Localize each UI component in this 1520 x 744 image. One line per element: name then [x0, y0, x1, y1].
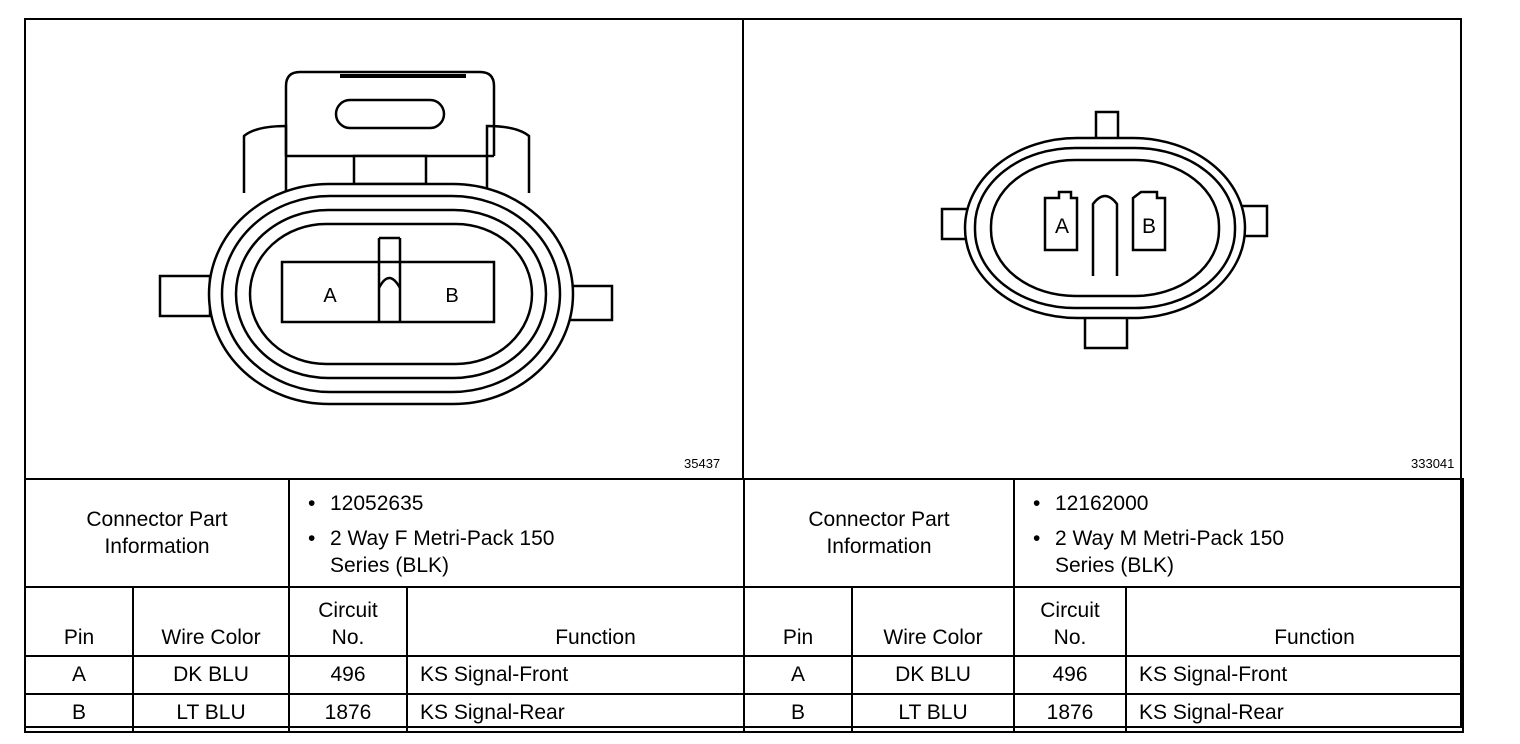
connector-sheet: A B 35437 Connector Part Information •12… — [24, 18, 1464, 733]
female-connector-drawing: A B — [158, 70, 614, 406]
table-row: B LT BLU 1876 KS Signal-Rear — [24, 693, 746, 733]
left-wire-color-header: Wire Color — [132, 586, 290, 657]
left-figure-id: 35437 — [684, 456, 721, 471]
right-pin-b-label: B — [1142, 215, 1156, 238]
right-part-details: •12162000 •2 Way M Metri-Pack 150 Series… — [1013, 478, 1464, 588]
right-connector-table: Connector Part Information •12162000 •2 … — [743, 478, 1464, 733]
right-wire-color-header: Wire Color — [851, 586, 1015, 657]
left-pin-a-label: A — [323, 285, 337, 307]
right-figure-id: 333041 — [1411, 456, 1455, 471]
left-pin-b-label: B — [445, 285, 458, 307]
table-row: B LT BLU 1876 KS Signal-Rear — [743, 693, 1464, 733]
left-part-number: •12052635 — [308, 492, 424, 515]
left-function-header: Function — [405, 586, 746, 657]
table-row: A DK BLU 496 KS Signal-Front — [743, 655, 1464, 695]
right-connector-panel: A B 333041 Connector Part Information •1… — [743, 18, 1464, 733]
male-connector-drawing: A B — [940, 110, 1269, 350]
right-pin-a-label: A — [1055, 215, 1069, 238]
left-connector-panel: A B 35437 Connector Part Information •12… — [24, 18, 746, 733]
right-part-number: •12162000 — [1033, 492, 1149, 515]
right-function-header: Function — [1125, 586, 1464, 657]
left-pin-header: Pin — [24, 586, 134, 657]
left-connector-table: Connector Part Information •12052635 •2 … — [24, 478, 746, 733]
left-connector-info-label: Connector Part Information — [24, 478, 290, 588]
left-part-details: •12052635 •2 Way F Metri-Pack 150 Series… — [287, 478, 746, 588]
left-part-info-row: Connector Part Information •12052635 •2 … — [24, 478, 746, 588]
right-connector-info-label: Connector Part Information — [743, 478, 1015, 588]
left-part-description: •2 Way F Metri-Pack 150 — [308, 527, 555, 550]
right-pin-header: Pin — [743, 586, 853, 657]
panel-divider — [742, 18, 744, 478]
right-part-info-row: Connector Part Information •12162000 •2 … — [743, 478, 1464, 588]
table-row: A DK BLU 496 KS Signal-Front — [24, 655, 746, 695]
right-part-description: •2 Way M Metri-Pack 150 — [1033, 527, 1285, 550]
